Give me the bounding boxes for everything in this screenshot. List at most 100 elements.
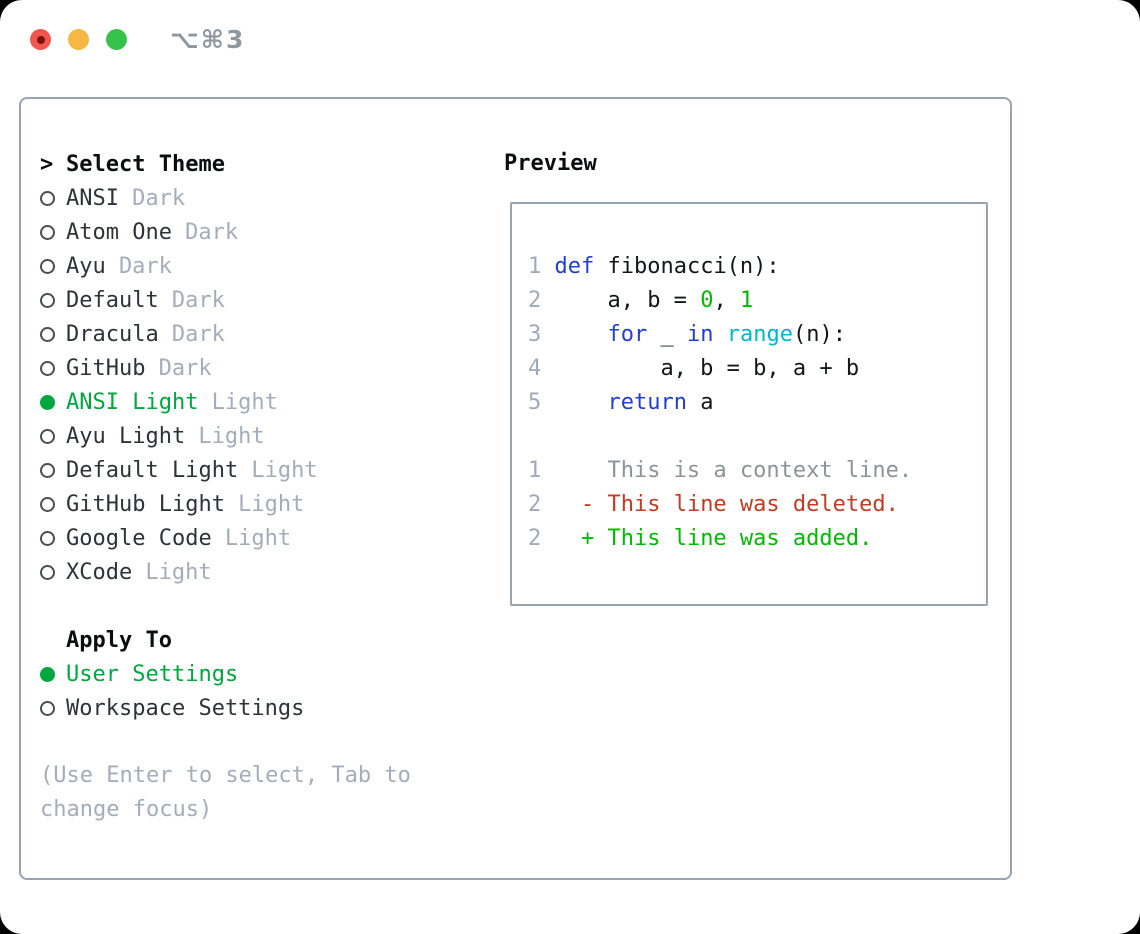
line-number: 4 <box>528 356 542 381</box>
theme-variant: Dark <box>171 287 225 313</box>
spacer <box>40 589 485 623</box>
select-theme-header: > Select Theme <box>40 147 485 181</box>
apply-to-title: Apply To <box>66 627 172 653</box>
theme-name: Dracula <box>66 321 159 347</box>
theme-name: Default <box>66 287 159 313</box>
theme-name: Ayu <box>66 253 106 279</box>
radio-icon <box>40 700 55 716</box>
radio-icon <box>40 360 55 376</box>
help-text: (Use Enter to select, Tab to change focu… <box>40 763 411 822</box>
theme-item[interactable]: Default Dark <box>40 283 485 317</box>
radio-icon <box>40 292 55 308</box>
theme-column: > Select Theme ANSI Dark Atom One Dark A… <box>40 147 485 827</box>
radio-icon <box>40 530 55 546</box>
line-number: 1 <box>528 458 542 483</box>
theme-name: Default Light <box>66 457 239 483</box>
window-title: ⌥⌘3 <box>170 25 246 54</box>
radio-icon <box>40 326 55 342</box>
marker-box <box>40 394 66 410</box>
theme-item[interactable]: GitHub Dark <box>40 351 485 385</box>
marker-box <box>40 292 66 308</box>
theme-name: Atom One <box>66 219 172 245</box>
preview-line: 4 a, b = b, a + b <box>528 352 986 386</box>
theme-variant: Dark <box>132 185 186 211</box>
theme-item[interactable]: Ayu Light Light <box>40 419 485 453</box>
theme-variant: Light <box>198 423 265 449</box>
radio-icon <box>40 428 55 444</box>
radio-icon <box>40 224 55 240</box>
preview-line: 2 a, b = 0, 1 <box>528 284 986 318</box>
preview-line: 5 return a <box>528 386 986 420</box>
zoom-button[interactable] <box>106 29 127 50</box>
theme-variant: Light <box>251 457 318 483</box>
theme-variant: Dark <box>185 219 239 245</box>
theme-selector-panel: > Select Theme ANSI Dark Atom One Dark A… <box>19 97 1012 880</box>
theme-item[interactable]: Dracula Dark <box>40 317 485 351</box>
select-theme-title: Select Theme <box>66 151 225 177</box>
apply-option[interactable]: User Settings <box>40 657 485 691</box>
marker-box <box>40 258 66 274</box>
theme-list: ANSI Dark Atom One Dark Ayu Dark Default… <box>40 181 485 589</box>
radio-icon <box>40 258 55 274</box>
radio-icon <box>40 190 55 206</box>
theme-variant: Dark <box>158 355 212 381</box>
theme-variant: Light <box>145 559 212 585</box>
theme-variant: Light <box>238 491 305 517</box>
line-number: 2 <box>528 492 542 517</box>
close-button[interactable] <box>30 29 51 50</box>
preview-line: 2 - This line was deleted. <box>528 488 986 522</box>
preview-title: Preview <box>504 151 597 176</box>
theme-name: GitHub <box>66 355 146 381</box>
marker-box <box>40 700 66 716</box>
theme-name: User Settings <box>66 661 239 687</box>
line-number: 1 <box>528 254 542 279</box>
apply-to-header: Apply To <box>40 623 485 657</box>
marker-box <box>40 360 66 376</box>
marker-box <box>40 428 66 444</box>
line-number: 2 <box>528 526 542 551</box>
marker-box <box>40 564 66 580</box>
spacer <box>40 725 485 759</box>
preview-line <box>528 420 986 454</box>
theme-name: Workspace Settings <box>66 695 305 721</box>
theme-item[interactable]: Default Light Light <box>40 453 485 487</box>
marker-box <box>40 462 66 478</box>
marker-box <box>40 224 66 240</box>
marker-box <box>40 326 66 342</box>
theme-item[interactable]: Atom One Dark <box>40 215 485 249</box>
preview-line: 3 for _ in range(n): <box>528 318 986 352</box>
prompt-arrow-icon: > <box>40 151 54 177</box>
theme-variant: Light <box>224 525 292 551</box>
radio-icon <box>40 564 55 580</box>
minimize-button[interactable] <box>68 29 89 50</box>
theme-variant: Light <box>211 389 278 415</box>
theme-item[interactable]: Ayu Dark <box>40 249 485 283</box>
theme-name: Google Code <box>66 525 212 551</box>
theme-variant: Dark <box>171 321 225 347</box>
marker-box <box>40 190 66 206</box>
close-dot-icon <box>36 35 45 44</box>
titlebar: ⌥⌘3 <box>30 25 245 54</box>
theme-name: ANSI <box>66 185 119 211</box>
marker-box <box>40 496 66 512</box>
line-number: 5 <box>528 390 542 415</box>
radio-icon <box>40 496 55 512</box>
preview-line: 1 This is a context line. <box>528 454 986 488</box>
radio-icon <box>40 666 55 682</box>
theme-item[interactable]: ANSI Dark <box>40 181 485 215</box>
theme-name: Ayu Light <box>66 423 186 449</box>
theme-variant: Dark <box>118 253 172 279</box>
theme-item[interactable]: Google Code Light <box>40 521 485 555</box>
apply-option[interactable]: Workspace Settings <box>40 691 485 725</box>
marker-box <box>40 530 66 546</box>
apply-to-list: User Settings Workspace Settings <box>40 657 485 725</box>
theme-item[interactable]: XCode Light <box>40 555 485 589</box>
theme-item[interactable]: GitHub Light Light <box>40 487 485 521</box>
theme-name: XCode <box>66 559 133 585</box>
preview-line: 1 def fibonacci(n): <box>528 250 986 284</box>
line-number: 3 <box>528 322 542 347</box>
theme-item[interactable]: ANSI Light Light <box>40 385 485 419</box>
